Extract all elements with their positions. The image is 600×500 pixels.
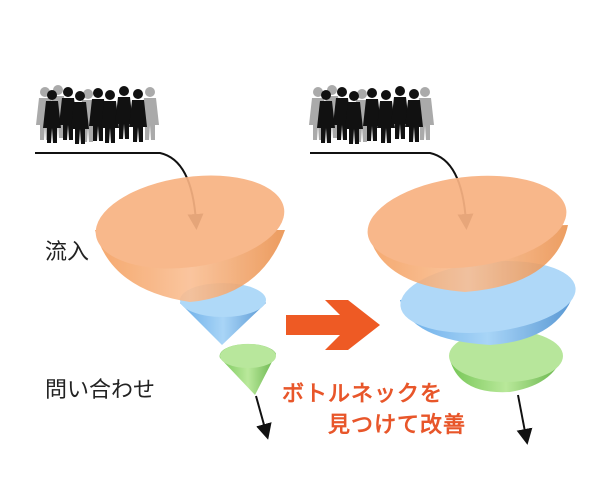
inflow-label: 流入 (45, 240, 90, 265)
crowd-icon-left (36, 85, 159, 144)
outflow-arrow-right (516, 394, 533, 445)
outflow-arrow-left (255, 395, 272, 440)
funnel-icon-left (95, 175, 285, 395)
crowd-icon-right (309, 85, 434, 144)
inquiry-label: 問い合わせ (45, 378, 156, 403)
caption-line2: 見つけて改善 (328, 413, 467, 438)
arrow-right-icon (286, 300, 380, 350)
caption-line1: ボトルネックを (282, 382, 444, 407)
funnel-icon-right (367, 175, 576, 393)
